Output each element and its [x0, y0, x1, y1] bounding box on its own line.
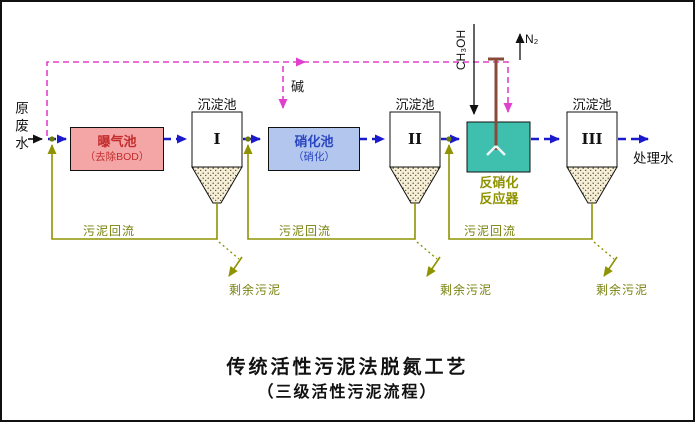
excess-sludge-arrow-1 — [228, 256, 243, 277]
denitrification-reactor-label: 反硝化 反应器 — [463, 175, 535, 208]
treated-water-label: 处理水 — [633, 151, 674, 166]
settler-funnel-2 — [389, 166, 441, 204]
recycle-line — [46, 61, 513, 136]
settler-label-3: 沉淀池 — [572, 97, 612, 112]
nitrification-tank: 硝化池 （硝化） — [268, 127, 360, 171]
junction-dot-1 — [49, 136, 55, 142]
excess-sludge-label-1: 剩余污泥 — [228, 283, 281, 297]
raw-water-label: 原废水 — [13, 101, 28, 154]
methanol-label: CH₃OH — [454, 29, 468, 71]
sludge-return-line-1 — [47, 144, 218, 240]
aeration-tank-name: 曝气池 — [97, 134, 137, 150]
diagram-title: 传统活性污泥法脱氮工艺 — [226, 357, 469, 378]
recycle-mid-arrowhead — [296, 57, 306, 67]
sludge-return-line-2 — [243, 144, 416, 240]
settler-label-2: 沉淀池 — [395, 97, 435, 112]
aeration-tank-subtitle: （去除BOD） — [84, 150, 150, 163]
reactor-body — [466, 121, 531, 173]
junction-dot-2 — [245, 136, 251, 142]
settler-numeral-2: II — [407, 130, 423, 148]
settler-funnel-3 — [566, 166, 618, 204]
nitrogen-gas-label: N₂ — [525, 32, 539, 46]
settler-funnel-1 — [191, 166, 243, 204]
reactor-label-line2: 反应器 — [479, 191, 519, 207]
excess-sludge-dotted-1 — [218, 241, 240, 260]
diagram-subtitle: （三级活性污泥流程） — [257, 384, 438, 401]
settler-label-1: 沉淀池 — [197, 97, 237, 112]
reactor-label-line1: 反硝化 — [479, 175, 519, 190]
excess-sludge-arrow-3 — [603, 256, 618, 277]
settler-numeral-3: III — [581, 130, 603, 148]
excess-sludge-dotted-2 — [416, 241, 438, 260]
aeration-tank: 曝气池 （去除BOD） — [70, 127, 164, 171]
sludge-return-label-3: 污泥回流 — [463, 224, 516, 238]
sludge-return-line-3 — [444, 144, 593, 240]
junction-dot-3 — [446, 136, 452, 142]
nitrification-tank-name: 硝化池 — [294, 134, 334, 150]
settler-rect-2 — [389, 111, 441, 168]
nitrification-tank-subtitle: （硝化） — [293, 150, 335, 163]
alkali-label: 碱 — [291, 79, 305, 94]
stirrer-impeller — [486, 145, 506, 156]
excess-sludge-label-3: 剩余污泥 — [595, 283, 648, 297]
excess-sludge-label-2: 剩余污泥 — [439, 283, 492, 297]
settler-rect-1 — [191, 111, 243, 168]
excess-sludge-arrow-2 — [426, 256, 441, 277]
sludge-return-label-2: 污泥回流 — [278, 224, 331, 238]
excess-sludge-dotted-3 — [593, 241, 615, 260]
settler-numeral-1: I — [213, 130, 221, 148]
sludge-return-label-1: 污泥回流 — [82, 224, 135, 238]
